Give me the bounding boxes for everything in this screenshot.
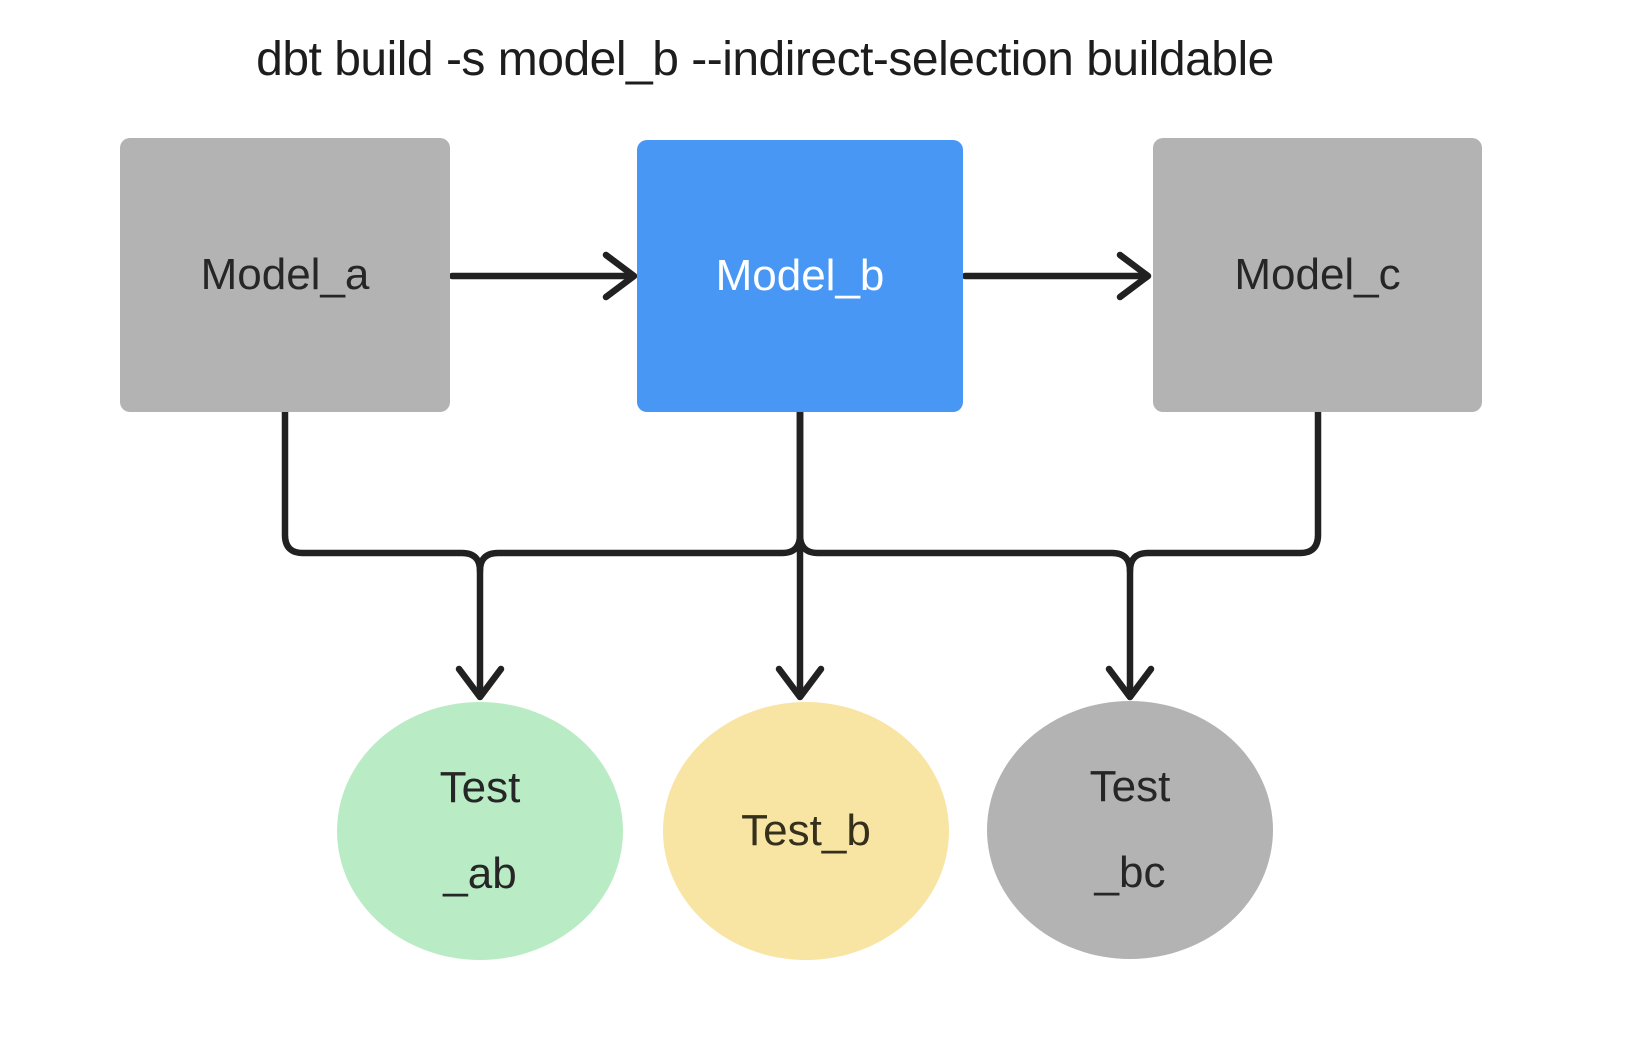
edge-model-a-to-model-b	[448, 251, 638, 301]
edge-model-c-to-test-bc-line	[1126, 408, 1322, 575]
node-test-ab-label-line2: _ab	[443, 849, 517, 898]
edge-model-b-to-model-c	[961, 251, 1152, 301]
node-model-c: Model_c	[1153, 138, 1482, 412]
node-model-a-label: Model_a	[200, 250, 370, 299]
edge-model-a-to-test-ab-line	[281, 408, 484, 695]
arrowhead-test-bc-icon	[1105, 665, 1155, 701]
edge-model-a-to-model-b-arrowhead-icon	[602, 251, 638, 301]
edge-model-b-to-test-bc	[796, 408, 1134, 695]
node-model-b-label: Model_b	[715, 251, 885, 300]
edge-model-b-to-test-ab	[476, 408, 804, 575]
edge-model-b-to-model-c-arrowhead-icon	[1116, 251, 1152, 301]
arrowhead-test-ab-icon	[455, 665, 505, 701]
edge-model-b-to-test-ab-line	[476, 408, 804, 575]
node-model-b: Model_b	[637, 140, 963, 412]
node-test-bc-label-line1: Test	[1089, 762, 1171, 811]
node-test-bc-label-line2: _bc	[1094, 848, 1166, 897]
node-test-b-label: Test_b	[741, 806, 871, 855]
edge-model-b-to-test-bc-line	[796, 408, 1134, 695]
arrowhead-test-b-icon	[775, 665, 825, 701]
node-test-ab: Test _ab	[337, 702, 623, 960]
node-test-bc: Test _bc	[987, 701, 1273, 959]
diagram-title: dbt build -s model_b --indirect-selectio…	[256, 33, 1274, 86]
edge-model-c-to-test-bc	[1126, 408, 1322, 575]
edge-model-a-to-test-ab	[281, 408, 484, 695]
node-test-b: Test_b	[663, 702, 949, 960]
node-test-ab-label-line1: Test	[439, 763, 521, 812]
node-model-a: Model_a	[120, 138, 450, 412]
node-model-c-label: Model_c	[1234, 250, 1401, 299]
